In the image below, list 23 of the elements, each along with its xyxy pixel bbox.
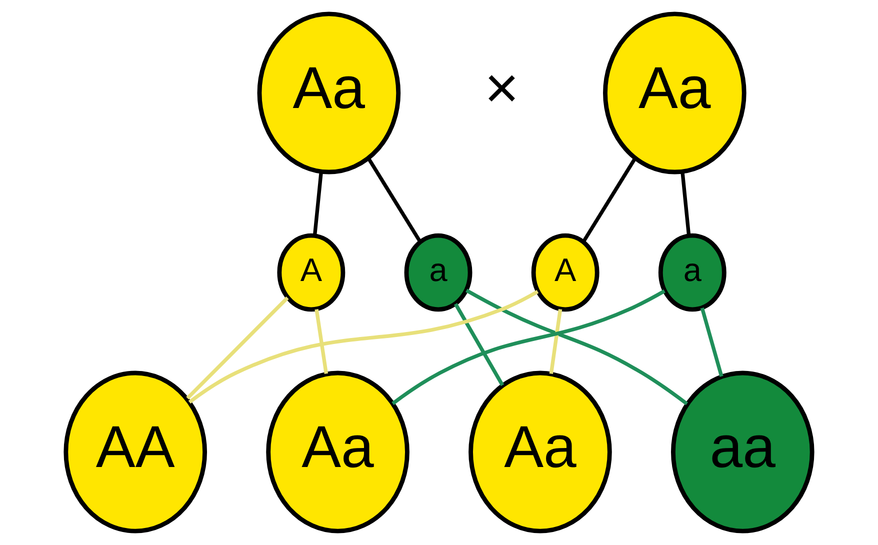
node-ellipse: aa [670, 370, 814, 534]
connector [582, 157, 637, 243]
connector [700, 308, 724, 377]
node-ellipse: a [404, 233, 472, 312]
label: × [484, 54, 520, 121]
connector [392, 289, 666, 406]
node-ellipse: a [658, 233, 726, 312]
connector [680, 172, 691, 236]
node-ellipse: A [277, 233, 346, 312]
connector [312, 172, 323, 236]
connector [314, 309, 328, 374]
connector [366, 157, 422, 243]
node-ellipse: Aa [266, 370, 410, 534]
node-ellipse: A [531, 233, 600, 312]
node-ellipse: Aa [603, 12, 746, 174]
connector [549, 309, 562, 374]
connector [466, 288, 688, 406]
node-ellipse: Aa [468, 370, 612, 534]
node-ellipse: AA [64, 370, 208, 534]
connector [454, 303, 504, 386]
node-ellipse: Aa [257, 12, 401, 174]
connector [188, 290, 539, 404]
connector [186, 296, 289, 400]
